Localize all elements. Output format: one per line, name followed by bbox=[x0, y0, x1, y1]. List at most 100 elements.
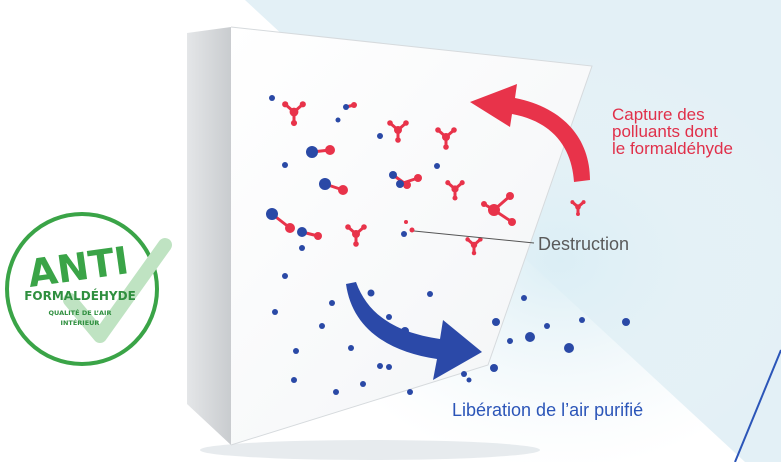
capture-label-line-2: polluants dont bbox=[612, 122, 718, 141]
pollutant-molecule bbox=[451, 185, 459, 193]
purified-air-particle bbox=[377, 133, 383, 139]
pollutant-atom bbox=[459, 180, 465, 186]
pollutant-atom bbox=[351, 102, 357, 108]
pollutant-atom bbox=[570, 200, 575, 205]
destruction-pointer bbox=[413, 230, 535, 244]
pollutant-atom bbox=[282, 101, 289, 108]
destruction-label: Destruction bbox=[538, 234, 630, 254]
badge-subtitle: FORMALDÉHYDE bbox=[24, 288, 136, 303]
purified-air-particle bbox=[407, 389, 413, 395]
purified-air-particle bbox=[377, 363, 383, 369]
pollutant-atom bbox=[581, 200, 586, 205]
filter-panel-edge bbox=[187, 27, 231, 445]
pollutant-atom bbox=[404, 220, 408, 224]
panel-shadow bbox=[200, 440, 540, 460]
badge-line-2: INTÉRIEUR bbox=[61, 318, 100, 327]
molecule-atom bbox=[319, 178, 331, 190]
purified-air-particle bbox=[386, 314, 392, 320]
molecule-atom bbox=[297, 227, 307, 237]
purified-air-particle bbox=[299, 245, 305, 251]
purified-air-particle bbox=[622, 318, 630, 326]
check-mark-icon bbox=[63, 238, 172, 343]
purified-air-particle bbox=[360, 381, 366, 387]
purified-air-particle bbox=[272, 309, 278, 315]
pollutant-atom bbox=[445, 180, 451, 186]
pollutant-atom bbox=[345, 224, 351, 230]
pollutant-atom bbox=[387, 120, 393, 126]
pollutant-atom bbox=[508, 218, 516, 226]
purified-air-particle bbox=[335, 117, 341, 123]
capture-label-line-3: le formaldéhyde bbox=[612, 139, 733, 158]
purified-air-particle bbox=[525, 332, 535, 342]
pollutant-atom bbox=[290, 119, 298, 127]
capture-label: Capture des polluants dont le formaldéhy… bbox=[612, 106, 781, 157]
pollutant-atom bbox=[299, 101, 306, 108]
badge-ring bbox=[5, 212, 159, 366]
purified-air-particle bbox=[466, 377, 472, 383]
pollutant-atom bbox=[325, 145, 335, 155]
purified-air-particle bbox=[434, 163, 440, 169]
pollutant-atom bbox=[414, 174, 422, 182]
release-arrow bbox=[346, 282, 482, 380]
pollutant-atom bbox=[353, 241, 359, 247]
purified-air-particle bbox=[507, 338, 513, 344]
pollutant-atom bbox=[395, 137, 401, 143]
molecule-atom bbox=[389, 171, 397, 179]
pollutant-atom bbox=[576, 212, 580, 216]
purified-air-particle bbox=[282, 273, 288, 279]
molecule-atom bbox=[343, 104, 349, 110]
purified-air-particle bbox=[319, 323, 325, 329]
purified-air-particle bbox=[329, 300, 335, 306]
pollutant-molecule bbox=[352, 230, 360, 238]
filter-panel bbox=[187, 26, 593, 446]
anti-formaldehyde-badge: ANTI FORMALDÉHYDE QUALITÉ DE L’AIR INTÉR… bbox=[5, 212, 172, 366]
pollutant-atom bbox=[471, 250, 477, 256]
purified-air-particle bbox=[367, 289, 375, 297]
pollutant-molecule bbox=[488, 204, 500, 216]
purified-air-particle bbox=[333, 389, 339, 395]
pollutant-atom bbox=[506, 192, 514, 200]
molecule-atom bbox=[396, 180, 404, 188]
pollutant-molecule bbox=[394, 126, 402, 134]
pollutant-molecule bbox=[289, 107, 299, 117]
curved-arrow-icon bbox=[346, 282, 482, 380]
pollutant-atom bbox=[338, 185, 348, 195]
purified-air-particle bbox=[282, 162, 288, 168]
pollutant-atom bbox=[361, 224, 367, 230]
pollutant-atom bbox=[451, 127, 457, 133]
pollutant-atom bbox=[403, 120, 409, 126]
purified-air-particle bbox=[490, 364, 498, 372]
pollutant-atom bbox=[478, 237, 483, 242]
capture-label-line-1: Capture des bbox=[612, 105, 705, 124]
pollutant-molecule bbox=[575, 204, 581, 210]
molecule-atom bbox=[266, 208, 278, 220]
purified-air-particle bbox=[492, 318, 500, 326]
curved-arrow-icon bbox=[470, 84, 590, 182]
pollutant-atom bbox=[481, 201, 487, 207]
capture-arrow bbox=[470, 84, 590, 182]
purified-air-particle bbox=[293, 348, 299, 354]
purified-air-particle bbox=[348, 345, 354, 351]
pollutant-atom bbox=[465, 237, 470, 242]
pollutant-atom bbox=[452, 195, 458, 201]
pollutant-atom bbox=[314, 232, 322, 240]
purified-air-particle bbox=[461, 371, 467, 377]
release-label: Libération de l’air purifié bbox=[452, 400, 644, 420]
pollutant-atom bbox=[409, 227, 415, 233]
molecule-atom bbox=[401, 231, 407, 237]
purified-air-particle bbox=[579, 317, 585, 323]
molecule-atom bbox=[306, 146, 318, 158]
pollutant-atom bbox=[435, 127, 441, 133]
purified-air-particle bbox=[564, 343, 574, 353]
pollutant-atom bbox=[443, 144, 449, 150]
purified-air-particle bbox=[291, 377, 297, 383]
purified-air-particle bbox=[427, 291, 433, 297]
purified-air-particle bbox=[269, 95, 275, 101]
purified-air-particle bbox=[521, 295, 527, 301]
purified-air-particle bbox=[544, 323, 550, 329]
pollutant-molecule bbox=[442, 133, 450, 141]
molecule-cluster bbox=[266, 95, 630, 395]
filter-panel-front bbox=[231, 27, 592, 445]
pollutant-molecule bbox=[470, 241, 478, 249]
